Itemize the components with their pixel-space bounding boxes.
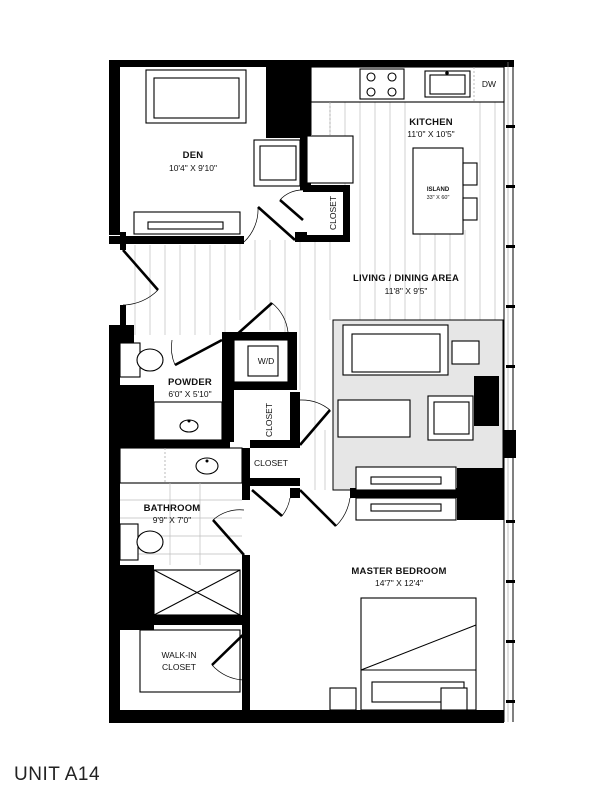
- island-name: ISLAND: [427, 187, 450, 193]
- bathroom-fixtures: [119, 447, 243, 616]
- walls: [109, 60, 516, 723]
- room-labels: DEN 10'4" X 9'10" KITCHEN 11'0" X 10'5" …: [144, 79, 497, 672]
- washer-dryer-label: W/D: [258, 356, 275, 366]
- kitchen-fixtures: [310, 66, 505, 235]
- den-furniture: [133, 69, 354, 235]
- bathroom-name: BATHROOM: [144, 503, 201, 514]
- island-dims: 33" X 60": [427, 195, 450, 201]
- bedroom-furniture: [329, 497, 477, 711]
- master-bedroom-name: MASTER BEDROOM: [351, 566, 446, 577]
- closet-horizontal-label: CLOSET: [254, 458, 288, 468]
- living-name: LIVING / DINING AREA: [353, 273, 459, 284]
- doors: [122, 189, 351, 681]
- kitchen-dims: 11'0" X 10'5": [407, 129, 454, 139]
- powder-name: POWDER: [168, 377, 212, 388]
- closet-top-label: CLOSET: [328, 196, 338, 230]
- master-bedroom-dims: 14'7" X 12'4": [375, 578, 423, 588]
- walk-in-closet-line2: CLOSET: [162, 662, 196, 672]
- unit-name: UNIT A14: [14, 764, 100, 785]
- floor-planks: [134, 100, 496, 490]
- living-dims: 11'8" X 9'5": [385, 286, 428, 296]
- powder-dims: 6'0" X 5'10": [168, 389, 211, 399]
- den-name: DEN: [183, 150, 204, 161]
- den-dims: 10'4" X 9'10": [169, 163, 217, 173]
- walk-in-closet-shelf: [139, 629, 241, 693]
- dishwasher-label: DW: [482, 79, 496, 89]
- kitchen-name: KITCHEN: [409, 117, 453, 128]
- bathroom-dims: 9'9" X 7'0": [153, 515, 192, 525]
- powder-fixtures: [119, 339, 289, 441]
- living-furniture: [337, 324, 499, 491]
- walk-in-closet-line1: WALK-IN: [161, 650, 196, 660]
- closet-mid-label: CLOSET: [264, 403, 274, 437]
